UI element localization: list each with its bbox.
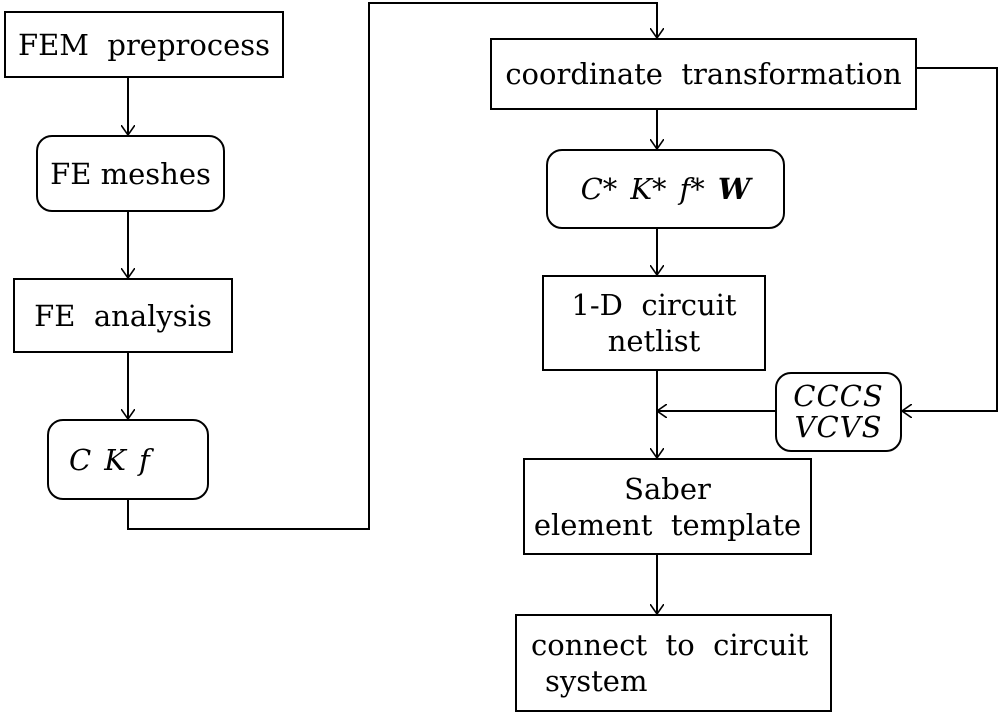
- transformed-matrices-box: C* K* f* W: [546, 149, 785, 229]
- f-star-symbol: f*: [679, 172, 705, 206]
- k-star-symbol: K*: [630, 172, 667, 206]
- fe-analysis-box: FE analysis: [13, 278, 233, 353]
- fe-meshes-box: FE meshes: [36, 135, 225, 212]
- arrow-ckf-to-coordinate: [127, 2, 657, 530]
- circuit-netlist-line2: netlist: [607, 324, 701, 358]
- fe-analysis-label: FE analysis: [34, 298, 212, 333]
- connect-circuit-line1: connect to circuit: [531, 628, 809, 662]
- saber-template-box: Saber element template: [523, 458, 812, 555]
- circuit-netlist-box: 1-D circuit netlist: [542, 275, 766, 371]
- fem-preprocess-box: FEM preprocess: [4, 11, 284, 78]
- circuit-netlist-line1: 1-D circuit: [571, 288, 737, 322]
- saber-template-line2: element template: [533, 507, 802, 542]
- cccs-label: CCCS: [793, 379, 884, 413]
- fe-meshes-label: FE meshes: [50, 156, 211, 191]
- c-star-symbol: C*: [580, 172, 618, 206]
- coordinate-transformation-label: coordinate transformation: [505, 57, 902, 91]
- connect-circuit-line2: system: [545, 664, 648, 698]
- c-matrix-symbol: C: [69, 442, 92, 477]
- vcvs-label: VCVS: [794, 410, 883, 444]
- k-matrix-symbol: K: [104, 442, 126, 477]
- w-matrix-symbol: W: [717, 172, 751, 206]
- connect-circuit-box: connect to circuit system: [515, 614, 832, 712]
- coordinate-transformation-box: coordinate transformation: [490, 38, 917, 110]
- arrow-coordinate-to-sources: [902, 67, 998, 411]
- transformed-matrices: C* K* f* W: [581, 171, 751, 207]
- fem-preprocess-label: FEM preprocess: [17, 27, 271, 62]
- controlled-sources-box: CCCS VCVS: [775, 372, 902, 452]
- f-vector-symbol: f: [138, 442, 150, 477]
- saber-template-line1: Saber: [624, 471, 711, 506]
